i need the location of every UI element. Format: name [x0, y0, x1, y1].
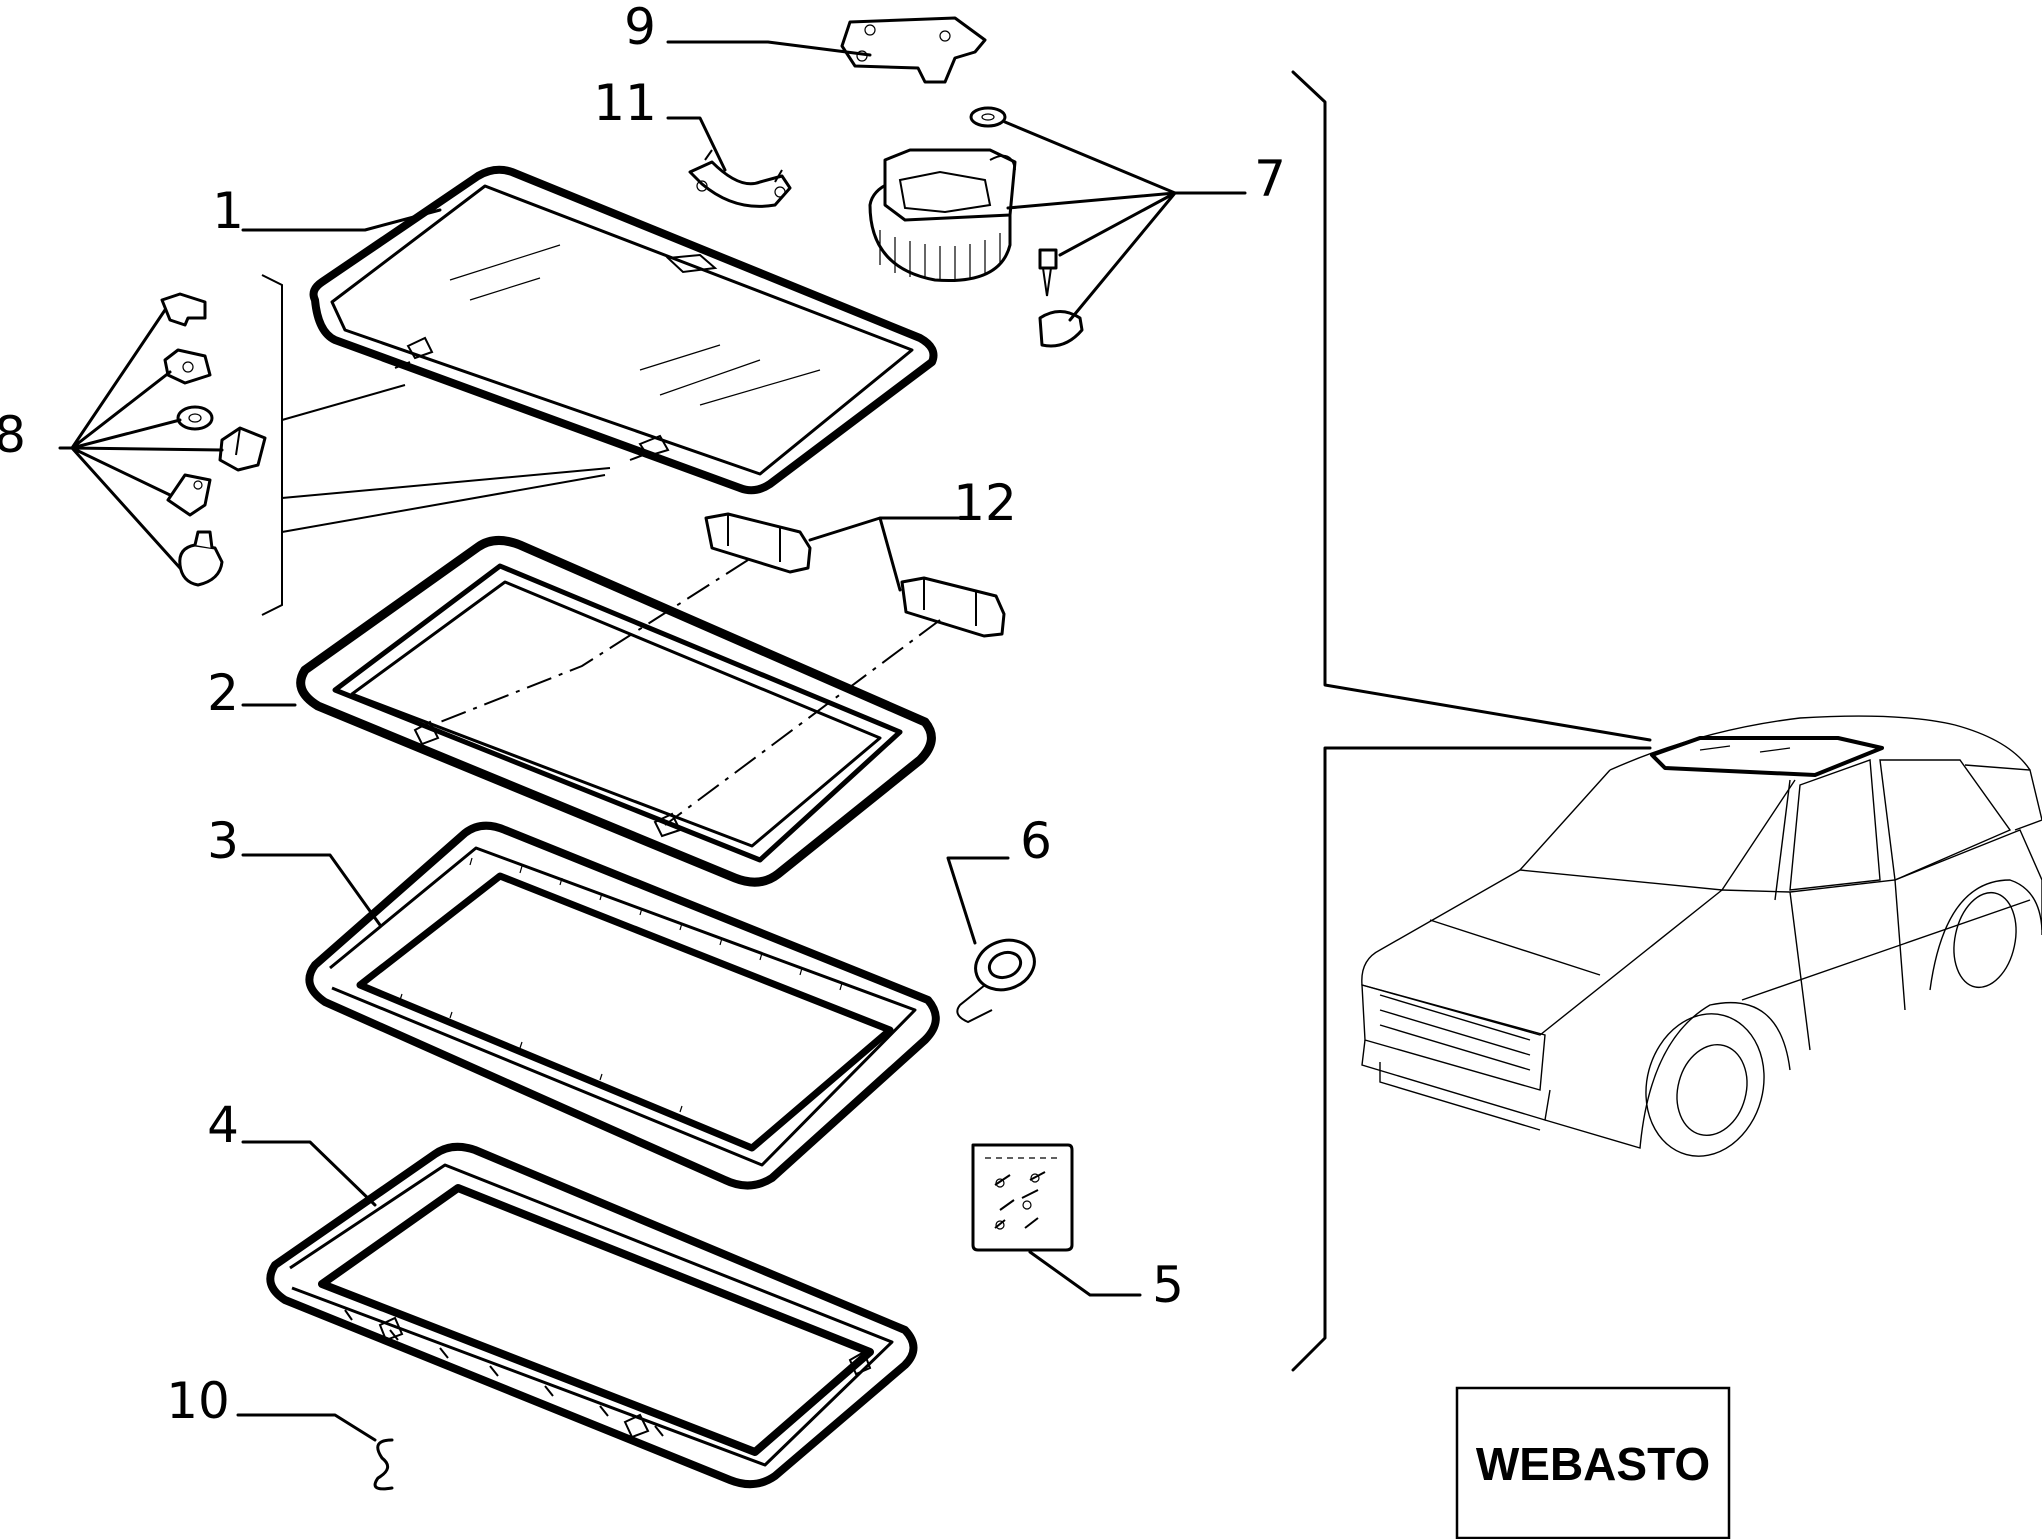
callout-12: 12 — [953, 474, 1017, 532]
outer-frame-icon — [266, 1142, 918, 1489]
inner-frame-icon — [305, 821, 940, 1190]
callout-4: 4 — [207, 1096, 239, 1154]
tape-roll-icon — [956, 938, 1036, 1024]
screw-kit-bag-icon — [971, 1143, 1074, 1252]
clamp-icon — [688, 149, 792, 208]
clips-icon — [160, 292, 267, 587]
callout-10: 10 — [166, 1372, 230, 1430]
car-illustration-icon — [1361, 715, 2042, 1157]
callout-8: 8 — [0, 406, 26, 464]
spring-clip-icon — [373, 1438, 394, 1491]
callout-labels: 9 11 7 1 8 12 2 3 6 4 5 10 — [0, 0, 1286, 1430]
callout-6: 6 — [1020, 812, 1052, 870]
motor-unit-icon — [868, 106, 1084, 348]
brand-label: WEBASTO — [1476, 1438, 1710, 1490]
glass-panel-icon — [309, 165, 938, 495]
callout-7: 7 — [1254, 150, 1286, 208]
group-bracket — [1291, 70, 1652, 1372]
callout-11: 11 — [593, 74, 657, 132]
bracket-plate-icon — [840, 16, 987, 84]
assembly-guide-lines — [424, 559, 941, 826]
leader-lines — [58, 40, 1247, 1442]
brand-label-box: WEBASTO — [1455, 1386, 1731, 1539]
callout-3: 3 — [207, 812, 239, 870]
callout-2: 2 — [207, 664, 239, 722]
callout-5: 5 — [1152, 1256, 1184, 1314]
callout-1: 1 — [212, 182, 244, 240]
guides-icon — [704, 512, 1006, 638]
seal-frame-icon — [296, 536, 936, 887]
callout-9: 9 — [624, 0, 656, 56]
